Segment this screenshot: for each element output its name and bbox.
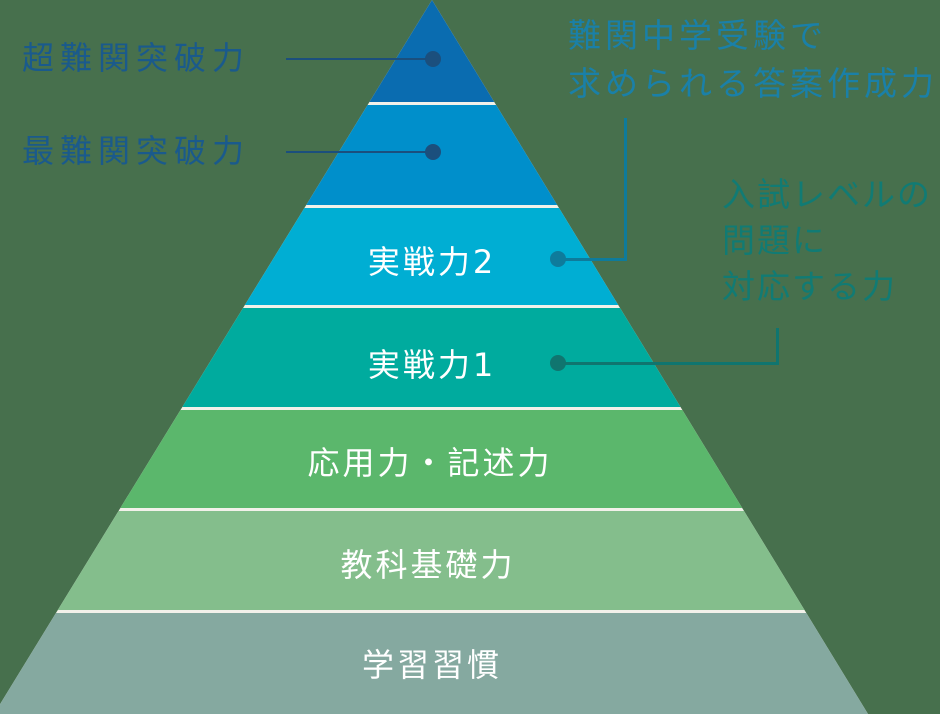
connector-line-right-2-horizontal xyxy=(558,362,779,365)
connector-line-right-1-vertical xyxy=(624,118,627,261)
connector-line-left-1 xyxy=(286,58,433,60)
connector-dot-left-2 xyxy=(425,144,441,160)
connector-line-left-2 xyxy=(286,151,433,153)
annotation-nankan-chugaku-juken: 難関中学受験で 求められる答案作成力 xyxy=(568,16,938,103)
layer-label-jissenryoku-1: 実戦力1 xyxy=(367,346,497,384)
connector-dot-right-2 xyxy=(550,355,566,371)
annotation-cho-nankan-toppa: 超難関突破力 xyxy=(22,39,251,77)
connector-line-right-2-vertical xyxy=(776,328,779,365)
pyramid-layer-6 xyxy=(0,511,868,610)
connector-dot-right-1 xyxy=(550,251,566,267)
annotation-sai-nankan-toppa: 最難関突破力 xyxy=(22,132,251,170)
pyramid-layer-7 xyxy=(0,613,868,714)
layer-label-kyoka-kisoryoku: 教科基礎力 xyxy=(340,546,516,584)
layer-label-gakushu-shukan: 学習習慣 xyxy=(361,646,503,684)
connector-dot-left-1 xyxy=(425,51,441,67)
layer-label-oyoryoku-kijutsuryoku: 応用力・記述力 xyxy=(307,444,553,482)
connector-line-right-1-horizontal xyxy=(558,258,627,261)
layer-label-jissenryoku-2: 実戦力2 xyxy=(367,243,497,281)
annotation-nyushi-level: 入試レベルの 問題に 対応する力 xyxy=(722,175,932,306)
